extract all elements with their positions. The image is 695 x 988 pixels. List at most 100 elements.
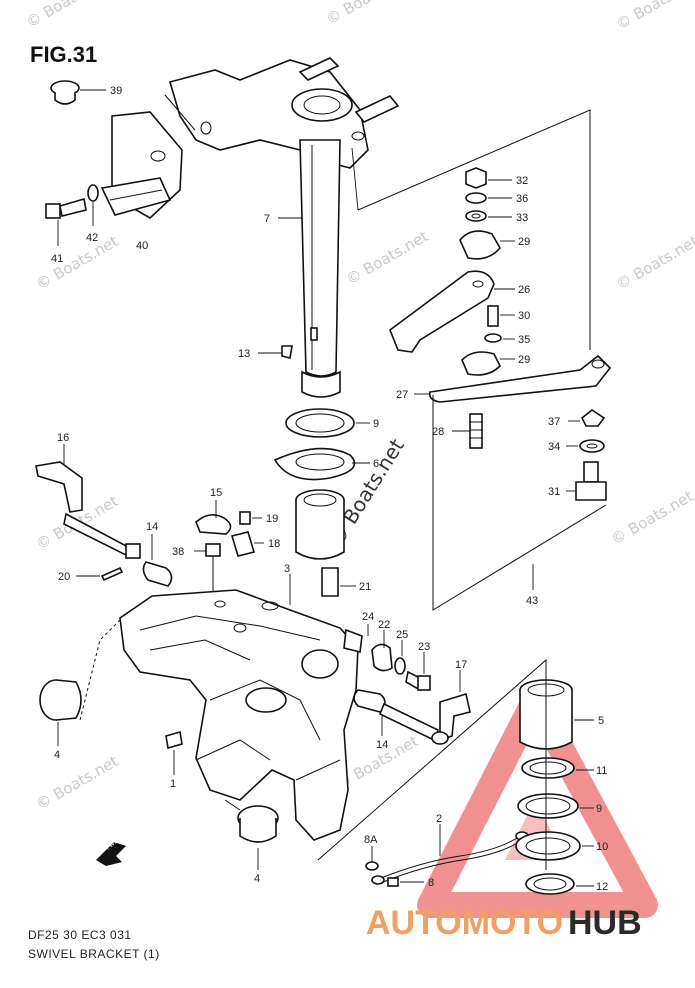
brand-part2: HUB [568, 904, 642, 942]
part-41-bolt [45, 197, 87, 246]
callout-36: 36 [516, 193, 528, 205]
watermark: © Boats.net [33, 232, 121, 293]
callout-32: 32 [516, 175, 528, 187]
callout-21: 21 [359, 581, 371, 593]
callout-35: 35 [518, 334, 530, 346]
callout-42: 42 [86, 232, 98, 244]
part-34-washer [566, 439, 605, 453]
part-12-ring [525, 873, 594, 895]
part-32-nut [465, 167, 512, 189]
callout-7: 7 [264, 213, 270, 225]
part-16-lever [35, 444, 141, 559]
watermark: © Boats.net [343, 227, 431, 288]
part-20-pin [76, 566, 124, 582]
callout-19: 19 [266, 513, 278, 525]
callout-33: 33 [516, 212, 528, 224]
callout-41: 41 [51, 253, 63, 265]
callout-4-left: 4 [54, 749, 60, 761]
callout-14-upper: 14 [146, 521, 158, 533]
callout-15: 15 [210, 487, 222, 499]
callout-16: 16 [57, 432, 69, 444]
callout-37: 37 [548, 416, 560, 428]
part-39-plug [50, 80, 106, 105]
part-31-ball-joint [566, 461, 607, 501]
callout-10: 10 [596, 841, 608, 853]
part-30-bolt [487, 305, 515, 327]
part-9-ring-upper [285, 408, 370, 438]
part-22-knob [371, 630, 393, 672]
callout-23: 23 [418, 641, 430, 653]
part-3-bushing [289, 489, 345, 605]
watermark: © Boats.net [613, 0, 695, 33]
part-37-nut [568, 409, 606, 427]
part-13-pin [258, 345, 293, 359]
part-25-washer [394, 640, 406, 675]
callout-12: 12 [596, 881, 608, 893]
part-23-bolt [405, 652, 431, 692]
figure-code: DF25 30 EC3 031 [28, 928, 132, 942]
part-15-spring [195, 500, 232, 535]
brand-wordmark: AUTOMOTO HUB [366, 904, 642, 942]
part-28-stud [452, 413, 483, 449]
part-29-link-lower [461, 351, 515, 376]
watermark: © Boats.net [23, 0, 111, 31]
callout-20: 20 [58, 571, 70, 583]
callout-2: 2 [436, 813, 442, 825]
callout-28: 28 [432, 426, 444, 438]
part-5-bushing [519, 679, 594, 750]
part-8a-washer [365, 846, 379, 871]
swivel-top-clamp [164, 57, 400, 169]
callout-39: 39 [110, 85, 122, 97]
callout-30: 30 [518, 310, 530, 322]
main-swivel-bracket [119, 589, 359, 841]
lower-frame [317, 658, 547, 870]
part-14-bushing-upper [142, 534, 173, 587]
figure-title: FIG.31 [30, 42, 98, 67]
callout-13: 13 [238, 348, 250, 360]
callout-26: 26 [518, 284, 530, 296]
fwd-arrow [96, 842, 126, 866]
callout-14-lower: 14 [376, 739, 388, 751]
callout-8: 8 [428, 877, 434, 889]
callout-6: 6 [373, 458, 379, 470]
watermark: © Boats.net [608, 487, 695, 548]
part-26-arm [389, 270, 515, 353]
part-9-ring-lower [517, 793, 594, 819]
callout-27: 27 [396, 389, 408, 401]
watermark: © Boats.net [33, 752, 121, 813]
part-21-clip [321, 567, 356, 597]
callout-17: 17 [455, 659, 467, 671]
callout-40: 40 [136, 240, 148, 252]
callout-29-lower: 29 [518, 354, 530, 366]
part-36-washer [465, 192, 512, 204]
part-18-clip [230, 531, 264, 557]
callout-8a: 8A [364, 834, 378, 846]
part-4-frame [79, 619, 121, 721]
assembly-43-frame [351, 109, 607, 611]
part-35-washer [484, 333, 515, 343]
callout-38: 38 [172, 546, 184, 558]
callout-11: 11 [596, 765, 607, 777]
part-4-bushing-lower [224, 799, 279, 870]
watermark: © Boats.net [323, 0, 411, 28]
callout-25: 25 [396, 629, 408, 641]
callout-22: 22 [378, 619, 390, 631]
callout-4-lower: 4 [254, 873, 260, 885]
callout-29-upper: 29 [518, 236, 530, 248]
figure-caption: SWIVEL BRACKET (1) [28, 947, 160, 961]
part-7-steering-shaft [278, 139, 341, 398]
part-10-plate [515, 831, 594, 861]
callout-31: 31 [548, 486, 560, 498]
callout-18: 18 [268, 538, 280, 550]
callout-1: 1 [170, 778, 176, 790]
part-6-plate [273, 447, 370, 481]
part-11-ring [521, 757, 594, 779]
part-14-bushing-lower [353, 689, 449, 745]
part-8-screw [387, 877, 424, 887]
callout-34: 34 [548, 441, 560, 453]
brand-part1: AUTOMOTO [366, 904, 563, 942]
part-42-washer [87, 184, 99, 226]
callout-5: 5 [598, 715, 604, 727]
callout-9-upper: 9 [373, 418, 379, 430]
